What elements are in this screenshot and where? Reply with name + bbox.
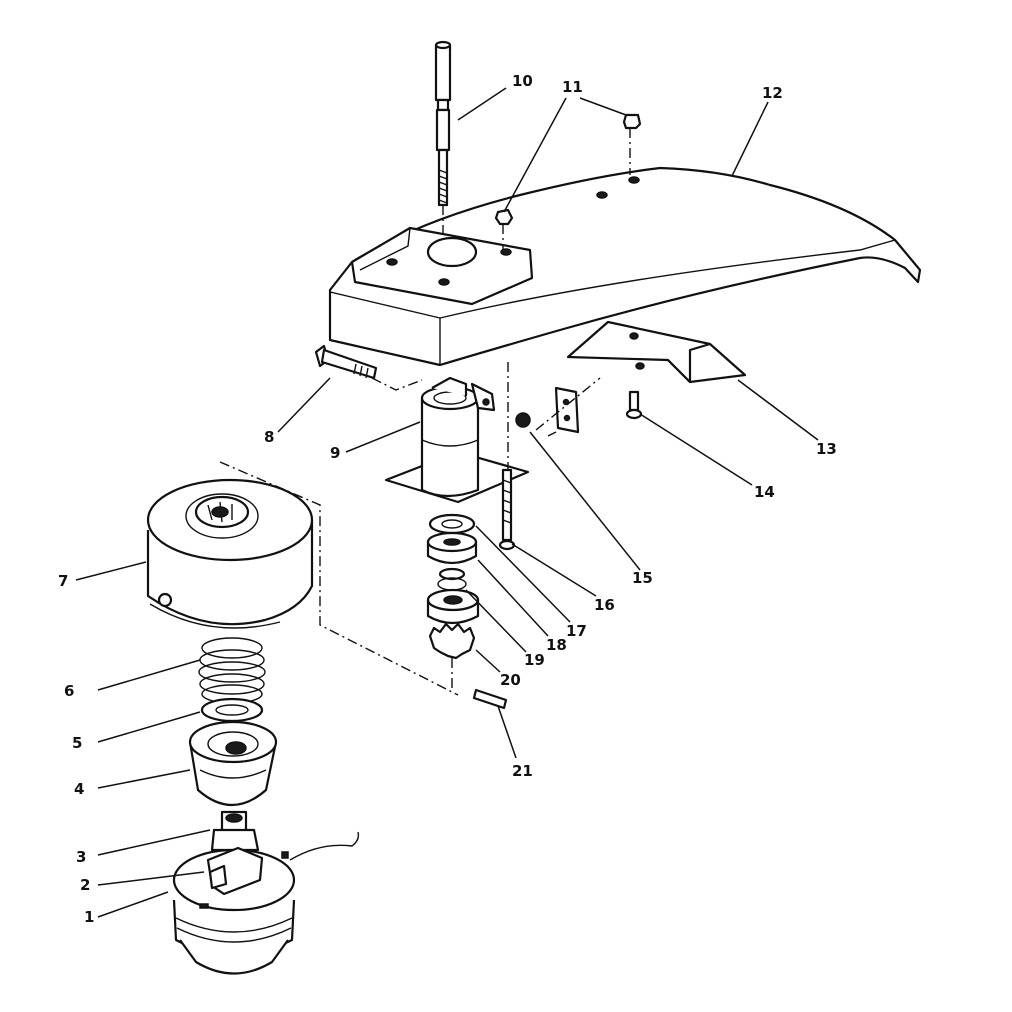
shaft-part: [434, 40, 452, 207]
callout-4: 4: [74, 780, 84, 798]
bearing-stack: [426, 513, 480, 660]
cap-nut-part: [515, 412, 531, 428]
spring-part: [198, 637, 266, 723]
callout-6: 6: [64, 682, 74, 700]
shield-part: [328, 166, 922, 367]
screw-part: [625, 390, 643, 420]
bolt-part: [314, 344, 378, 380]
long-screw-part: [498, 468, 516, 551]
callout-19: 19: [524, 651, 545, 669]
pin-part: [472, 688, 508, 710]
callout-21: 21: [512, 762, 533, 780]
callout-7: 7: [58, 572, 68, 590]
nut-parts: [494, 113, 642, 226]
hub-part: [172, 831, 360, 975]
callout-15: 15: [632, 569, 653, 587]
callout-2: 2: [80, 876, 90, 894]
callout-11: 11: [562, 78, 583, 96]
callout-labels: 1 2 3 4 5 6 7 8 9 10 11 12 13 14 15 16 1…: [58, 72, 837, 926]
callout-13: 13: [816, 440, 837, 458]
callout-1: 1: [84, 908, 94, 926]
callout-5: 5: [72, 734, 82, 752]
callout-14: 14: [754, 483, 775, 501]
callout-12: 12: [762, 84, 783, 102]
housing-part: [384, 376, 530, 504]
callout-17: 17: [566, 622, 587, 640]
spool-part: [188, 720, 278, 807]
callout-16: 16: [594, 596, 615, 614]
assembly-centerlines: [219, 128, 631, 696]
callout-3: 3: [76, 848, 86, 866]
bracket-part: [547, 320, 747, 437]
leader-lines: [75, 87, 819, 918]
callout-9: 9: [330, 444, 340, 462]
callout-8: 8: [264, 428, 274, 446]
spool-cover-part: [146, 478, 314, 629]
retainer-part: [210, 810, 260, 852]
callout-10: 10: [512, 72, 533, 90]
callout-18: 18: [546, 636, 567, 654]
callout-20: 20: [500, 671, 521, 689]
